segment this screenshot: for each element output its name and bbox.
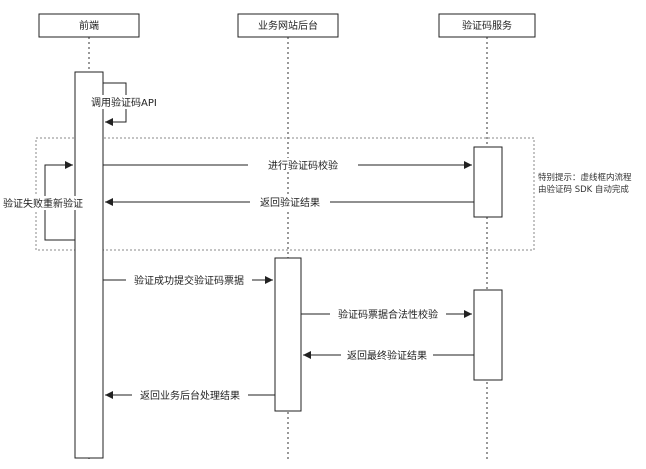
backend-result-label: 返回业务后台处理结果 — [140, 389, 240, 402]
participant-frontend-label: 前端 — [79, 19, 99, 32]
legality-check-label: 验证码票据合法性校验 — [338, 308, 438, 321]
captcha-activation-2 — [473, 289, 503, 381]
backend-activation — [274, 257, 302, 412]
submit-ticket-label: 验证成功提交验证码票据 — [134, 274, 244, 287]
final-result-label: 返回最终验证结果 — [347, 349, 427, 362]
note-line-1: 特别提示：虚线框内流程 — [538, 172, 632, 183]
participant-frontend: 前端 — [38, 13, 140, 38]
self-call-label: 调用验证码API — [91, 96, 157, 109]
participant-backend-label: 业务网站后台 — [258, 19, 318, 32]
captcha-activation-1 — [473, 146, 503, 218]
return-result-label: 返回验证结果 — [260, 196, 320, 209]
verify-label: 进行验证码校验 — [268, 159, 338, 172]
participant-captcha: 验证码服务 — [438, 13, 536, 38]
retry-label: 验证失败重新验证 — [3, 197, 83, 210]
participant-captcha-label: 验证码服务 — [462, 19, 512, 32]
participant-backend: 业务网站后台 — [237, 13, 339, 38]
note-line-2: 由验证码 SDK 自动完成 — [538, 184, 629, 195]
frontend-activation — [74, 71, 104, 459]
sdk-auto-frame — [35, 137, 535, 251]
